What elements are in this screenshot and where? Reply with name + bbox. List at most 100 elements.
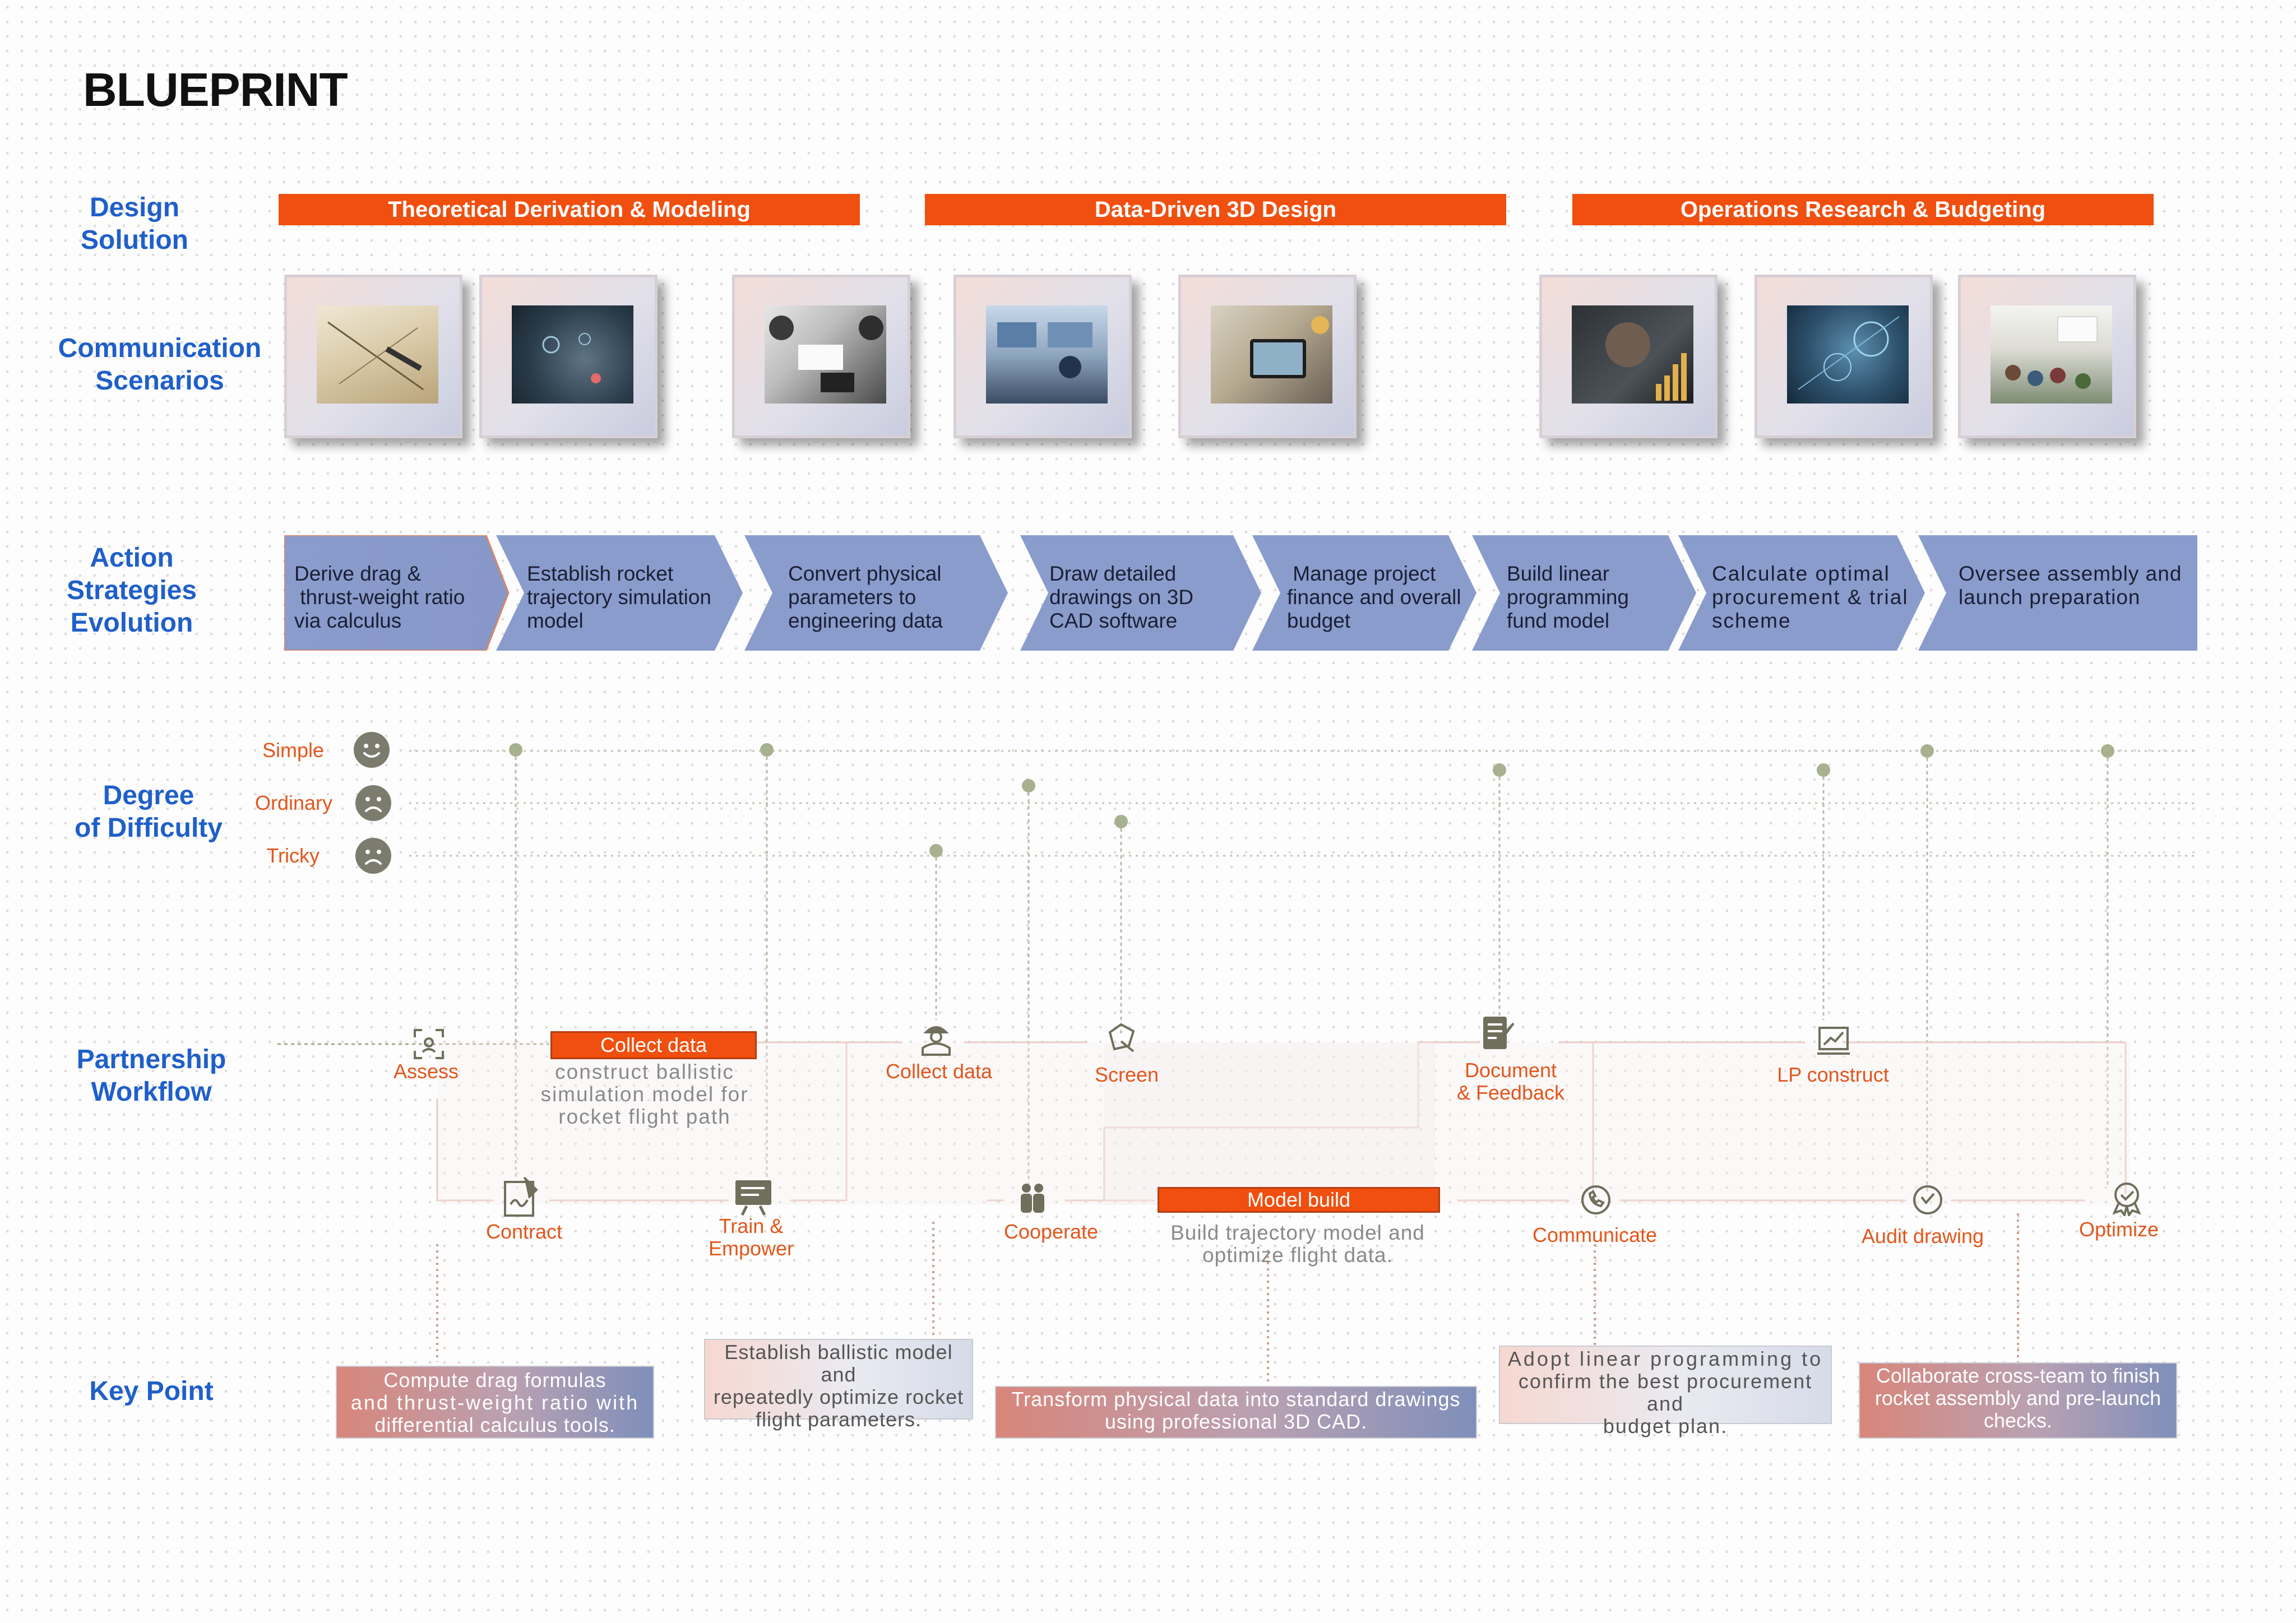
action-line: Derive drag &: [294, 562, 422, 585]
action-step-7: Calculate optimal procurement & trial sc…: [1678, 535, 1925, 651]
label-line: Document: [1464, 1059, 1557, 1082]
label-line: Train &: [719, 1214, 784, 1237]
workflow-lp-construct-label: LP construct: [1777, 1063, 1889, 1086]
key-point-2: Establish ballistic model and repeatedly…: [704, 1339, 973, 1431]
workflow-train-empower-label: Train & Empower: [695, 1215, 807, 1260]
note-line: optimize flight data.: [1202, 1244, 1393, 1267]
scenario-photo-blueprint-drafting: [284, 275, 462, 438]
workflow-communicate-label: Communicate: [1532, 1223, 1658, 1246]
screen-icon: [1108, 1023, 1135, 1052]
row-label-key-point: Key Point: [89, 1376, 214, 1406]
action-line: CAD software: [1049, 609, 1178, 632]
model-build-note: Build trajectory model and optimize flig…: [1149, 1222, 1446, 1267]
key-point-line: Compute drag formulas: [383, 1369, 607, 1392]
key-point-3: Transform physical data into standard dr…: [995, 1386, 1477, 1439]
scenario-photo-finance-chart: [1539, 275, 1718, 438]
key-point-line: using professional 3D CAD.: [1104, 1410, 1368, 1433]
phase-bar: Data-Driven 3D Design: [925, 194, 1506, 225]
action-line: Convert physical: [788, 562, 942, 585]
note-line: Build trajectory model and: [1170, 1221, 1425, 1244]
row-label-design-solution: Design Solution: [67, 192, 202, 257]
action-line: Establish rocket: [527, 562, 674, 585]
row-label-degree-of-difficulty: Degree of Difficulty: [62, 780, 235, 845]
key-point-line: budget plan.: [1603, 1415, 1728, 1437]
row-label-partnership-workflow: Partnership Workflow: [62, 1044, 241, 1109]
scenario-photo-tablet: [1178, 275, 1357, 438]
action-step-text: Draw detailed drawings on 3D CAD softwar…: [1049, 562, 1193, 633]
workflow-audit-drawing-label: Audit drawing: [1861, 1225, 1984, 1248]
scenario-photo-office-team: [953, 275, 1132, 438]
action-step-text: Oversee assembly and launch preparation: [1959, 562, 2182, 609]
label-line: & Feedback: [1456, 1081, 1565, 1104]
key-point-line: confirm the best procurement and: [1518, 1370, 1813, 1415]
row-label-communication-scenarios: Communication Scenarios: [45, 332, 275, 397]
action-step-text: Establish rocket trajectory simulation m…: [527, 562, 711, 633]
difficulty-ordinary-label: Ordinary: [254, 791, 332, 814]
action-line: scheme: [1712, 609, 1792, 632]
action-step-2: Establish rocket trajectory simulation m…: [496, 535, 743, 651]
frown-face-icon: [355, 785, 391, 821]
scenario-photo-team-meeting: [732, 275, 910, 438]
action-step-text: Calculate optimal procurement & trial sc…: [1712, 562, 1909, 633]
row-label-line: of Difficulty: [75, 813, 223, 843]
key-point-line: Collaborate cross-team to finish: [1876, 1364, 2160, 1387]
action-line: engineering data: [788, 609, 943, 632]
key-point-line: Transform physical data into standard dr…: [1011, 1388, 1461, 1411]
people-icon: [1021, 1184, 1044, 1213]
award-check-icon: [2112, 1183, 2141, 1216]
row-label-line: Partnership: [76, 1045, 226, 1074]
key-point-line: repeatedly optimize rocket: [713, 1385, 964, 1408]
action-line: parameters to: [788, 586, 916, 609]
difficulty-simple-label: Simple: [262, 739, 324, 762]
note-line: rocket flight path: [558, 1105, 731, 1128]
key-point-line: and thrust-weight ratio with: [350, 1391, 640, 1414]
workflow-optimize-label: Optimize: [2079, 1218, 2159, 1241]
row-label-line: Workflow: [91, 1077, 212, 1107]
row-label-line: Evolution: [70, 608, 193, 638]
workflow-screen-label: Screen: [1094, 1063, 1159, 1086]
key-point-line: checks.: [1983, 1409, 2053, 1432]
row-label-line: Design: [89, 193, 180, 222]
key-point-line: Establish ballistic model and: [724, 1341, 953, 1386]
action-line: model: [527, 609, 584, 632]
workflow-collect-data-label: Collect data: [885, 1060, 993, 1083]
row-label-line: Scenarios: [95, 366, 224, 396]
key-point-line: flight parameters.: [755, 1408, 922, 1431]
workflow-document-feedback-label: Document & Feedback: [1441, 1059, 1581, 1104]
action-step-text: Manage project finance and overall budge…: [1287, 562, 1461, 633]
workflow-contract-label: Contract: [485, 1220, 563, 1243]
key-point-line: differential calculus tools.: [374, 1413, 615, 1436]
action-step-text: Convert physical parameters to engineeri…: [788, 562, 943, 633]
action-step-8: Oversee assembly and launch preparation: [1918, 535, 2197, 651]
collect-data-note: construct ballistic simulation model for…: [521, 1061, 768, 1128]
action-line: budget: [1287, 609, 1351, 632]
action-step-4: Draw detailed drawings on 3D CAD softwar…: [1020, 535, 1261, 651]
key-point-line: rocket assembly and pre-launch: [1874, 1386, 2161, 1409]
row-label-line: Degree: [103, 781, 195, 810]
phone-icon: [1581, 1185, 1610, 1214]
workflow-cooperate-label: Cooperate: [1003, 1220, 1099, 1243]
action-line: finance and overall: [1287, 586, 1461, 609]
document-edit-icon: [1483, 1017, 1515, 1049]
model-build-badge: Model build: [1158, 1187, 1440, 1213]
action-step-text: Derive drag & thrust-weight ratio via ca…: [294, 562, 465, 633]
action-line: thrust-weight ratio: [294, 586, 465, 609]
line-chart-icon: [1817, 1027, 1850, 1055]
row-label-action-strategies: Action Strategies Evolution: [50, 542, 213, 639]
action-line: drawings on 3D: [1049, 586, 1194, 609]
row-label-line: Solution: [81, 225, 188, 255]
label-line: Empower: [708, 1237, 794, 1260]
action-step-text: Build linear programming fund model: [1507, 562, 1629, 633]
collect-data-badge: Collect data: [550, 1031, 757, 1059]
action-line: trajectory simulation: [527, 586, 712, 609]
action-line: Manage project: [1287, 562, 1436, 585]
action-step-3: Convert physical parameters to engineeri…: [744, 535, 1008, 651]
action-line: via calculus: [294, 609, 402, 632]
action-line: Calculate optimal: [1712, 562, 1890, 585]
audit-icon: [1913, 1185, 1942, 1214]
note-line: simulation model for: [540, 1083, 749, 1106]
action-step-6: Build linear programming fund model: [1472, 535, 1696, 651]
scenario-photo-digital-interface: [479, 275, 658, 438]
smile-face-icon: [354, 732, 390, 768]
